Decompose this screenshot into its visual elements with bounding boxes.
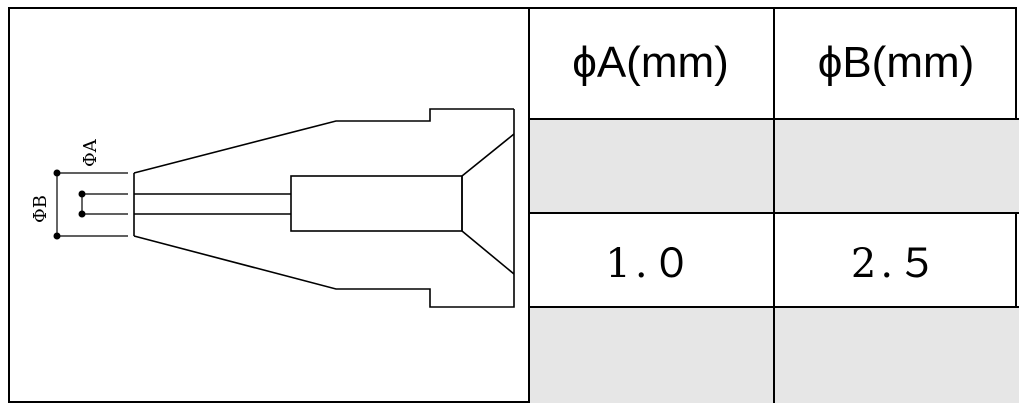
dimension-table: ϕA(mm) ϕB(mm) 1.０ 2.５ <box>528 7 1019 403</box>
nozzle-drawing: ΦA ΦB <box>30 108 515 308</box>
table-row-divider-2 <box>528 212 1019 214</box>
value-phi-a: 1.０ <box>605 241 696 287</box>
row-3-cell-a <box>530 308 773 403</box>
table-left-border <box>528 7 530 403</box>
row-1-cell-b <box>775 120 1019 213</box>
value-phi-b: 2.５ <box>850 241 942 287</box>
dimension-lines <box>55 172 128 237</box>
header-phi-a: ϕA(mm) <box>572 38 729 87</box>
spec-frame: ΦA ΦB ϕA(mm) ϕB(mm) 1.０ 2.５ <box>8 7 1019 403</box>
table-row-divider-1 <box>528 118 1019 120</box>
label-phi-a: ΦA <box>80 138 101 167</box>
table-column-divider <box>773 7 775 403</box>
label-phi-b: ΦB <box>30 195 51 223</box>
table-row-divider-3 <box>528 306 1019 308</box>
row-1-cell-a <box>530 120 773 213</box>
dimension-dots <box>53 169 86 240</box>
nozzle-outline <box>133 108 515 308</box>
header-phi-b: ϕB(mm) <box>817 38 975 87</box>
row-3-cell-b <box>775 308 1019 403</box>
